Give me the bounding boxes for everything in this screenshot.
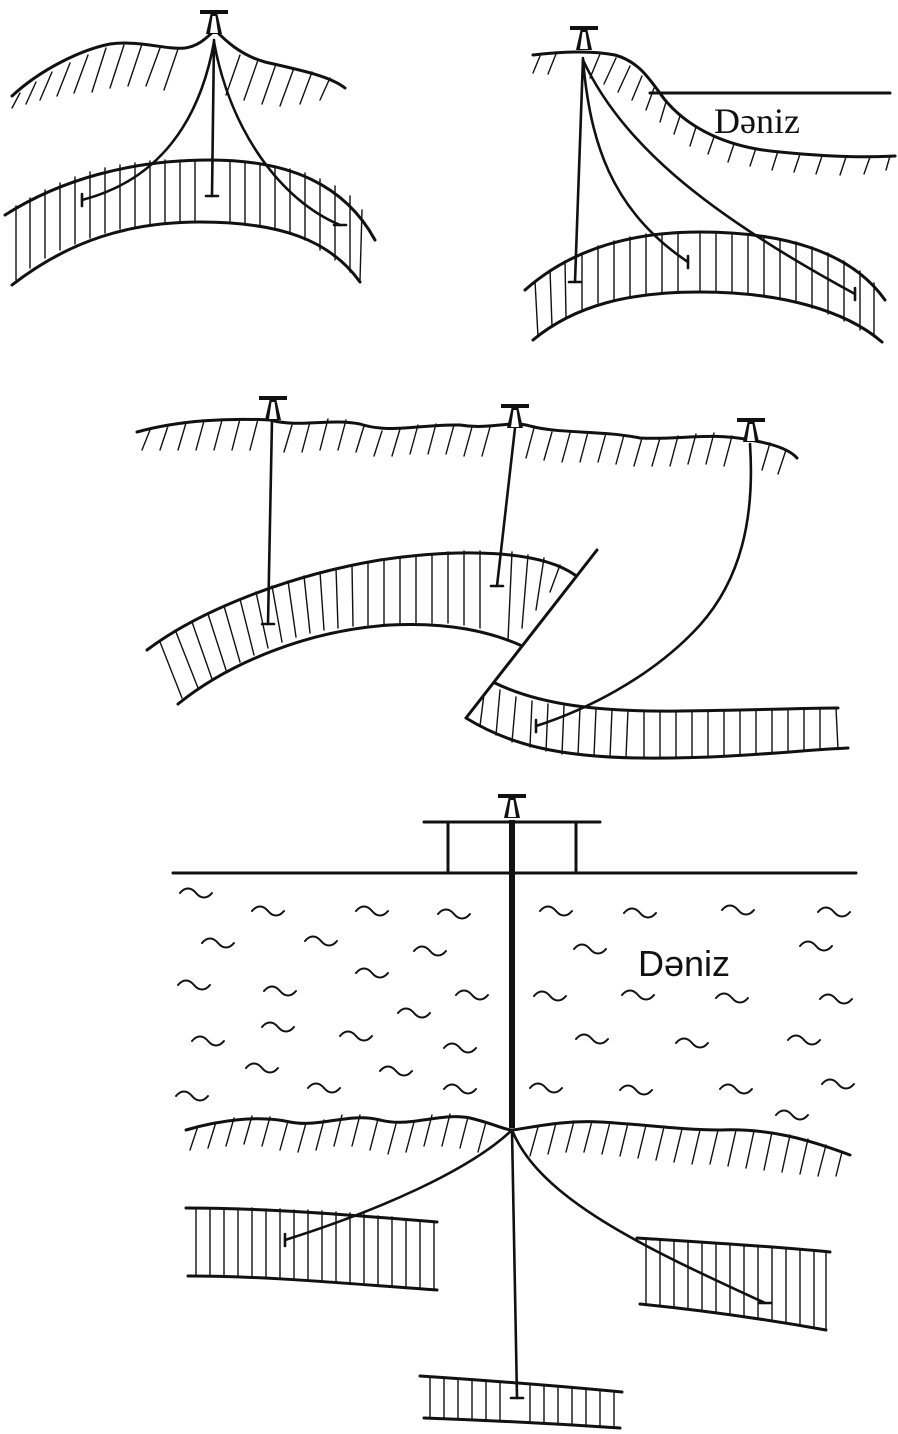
ground-surface: [10, 28, 347, 98]
derrick-icon: [257, 396, 289, 422]
shore-surface: [531, 50, 897, 159]
reservoir-bottom-top: [418, 1374, 624, 1394]
reservoir-bottom: [531, 290, 884, 344]
well-deviated-left: [80, 40, 216, 202]
sea-label: Dəniz: [714, 101, 800, 141]
panel-b: Dəniz: [523, 26, 897, 344]
reservoir-right-hatch: [645, 1237, 827, 1330]
well-right-deviated: [534, 442, 753, 728]
reservoir-left-hatch: [195, 1207, 435, 1291]
reservoir-hatch: [15, 159, 363, 281]
well-deviated-right: [212, 40, 342, 227]
ground-hatch: [141, 418, 787, 475]
reservoir-bottom: [10, 220, 362, 287]
reservoir-right-bottom: [638, 1302, 828, 1332]
wells: [567, 56, 857, 302]
well-deviated-middle: [581, 58, 690, 264]
well-vertical: [510, 1128, 519, 1400]
derrick-icon: [568, 26, 600, 52]
derrick-icon: [198, 10, 230, 36]
reservoir-upper-hatch: [159, 550, 561, 699]
wells: [283, 1128, 773, 1400]
reservoir-lower-bottom: [464, 716, 850, 760]
sea-label: Dəniz: [638, 943, 730, 984]
fault-line: [464, 548, 599, 720]
reservoir-left-top: [184, 1206, 439, 1224]
well-deviated-far: [581, 58, 857, 296]
reservoir-left-bottom: [186, 1274, 439, 1292]
ground-hatch: [11, 43, 331, 109]
derrick-icon: [496, 794, 528, 820]
ground-surface: [135, 417, 799, 460]
reservoir-hatch: [534, 231, 875, 338]
shore-hatch: [532, 53, 891, 176]
well-left-deviated: [283, 1128, 514, 1242]
reservoir-top: [523, 230, 887, 302]
reservoir-lower-hatch: [479, 689, 839, 759]
water-waves: [175, 887, 855, 1121]
reservoir-upper-top: [145, 551, 577, 652]
reservoir-bottom-bottom: [422, 1416, 622, 1430]
reservoir-upper-bottom: [176, 623, 522, 706]
reservoir-right-top: [635, 1236, 832, 1254]
wells: [260, 418, 753, 734]
panel-c: [135, 396, 850, 760]
panel-d: Dəniz: [171, 794, 858, 1430]
well-vertical: [210, 38, 216, 198]
panel-a: [3, 10, 377, 287]
well-right-deviated: [510, 1128, 767, 1305]
seabed-hatch: [189, 1113, 843, 1177]
well-left: [266, 418, 274, 626]
reservoir-bottom-hatch: [429, 1376, 615, 1429]
reservoir-lower-top: [493, 681, 840, 713]
seabed-surface: [184, 1115, 852, 1157]
wells: [80, 38, 348, 227]
well-vertical: [573, 56, 585, 284]
well-center: [495, 426, 517, 588]
